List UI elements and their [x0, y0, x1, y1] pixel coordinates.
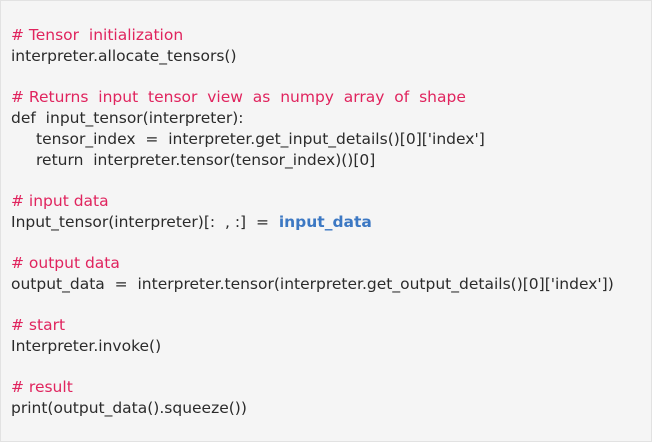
- code-content: # Tensor initialization interpreter.allo…: [11, 25, 651, 419]
- input-data-highlight: input_data: [278, 213, 372, 231]
- blank-line: [11, 233, 651, 253]
- code-line-return: return interpreter.tensor(tensor_index)(…: [36, 151, 376, 169]
- code-line-output-data: output_data = interpreter.tensor(interpr…: [11, 275, 614, 293]
- blank-line: [11, 171, 651, 191]
- comment-result: # result: [11, 378, 73, 396]
- comment-returns-input-tensor: # Returns input tensor view as numpy arr…: [11, 88, 466, 106]
- input-assignment-lhs: Input_tensor(interpreter)[: , :] =: [11, 213, 279, 231]
- code-line-print: print(output_data().squeeze()): [11, 399, 247, 417]
- comment-input-data: # input data: [11, 192, 109, 210]
- comment-output-data: # output data: [11, 254, 120, 272]
- code-line-input-assignment: Input_tensor(interpreter)[: , :] = input…: [11, 212, 651, 233]
- blank-line: [11, 357, 651, 377]
- comment-tensor-init: # Tensor initialization: [11, 26, 184, 44]
- code-line-def-input-tensor: def input_tensor(interpreter):: [11, 109, 244, 127]
- code-line-allocate-tensors: interpreter.allocate_tensors(): [11, 47, 237, 65]
- blank-line: [11, 295, 651, 315]
- code-line-invoke: Interpreter.invoke(): [11, 337, 162, 355]
- comment-start: # start: [11, 316, 66, 334]
- blank-line: [11, 67, 651, 87]
- code-line-tensor-index: tensor_index = interpreter.get_input_det…: [36, 130, 485, 148]
